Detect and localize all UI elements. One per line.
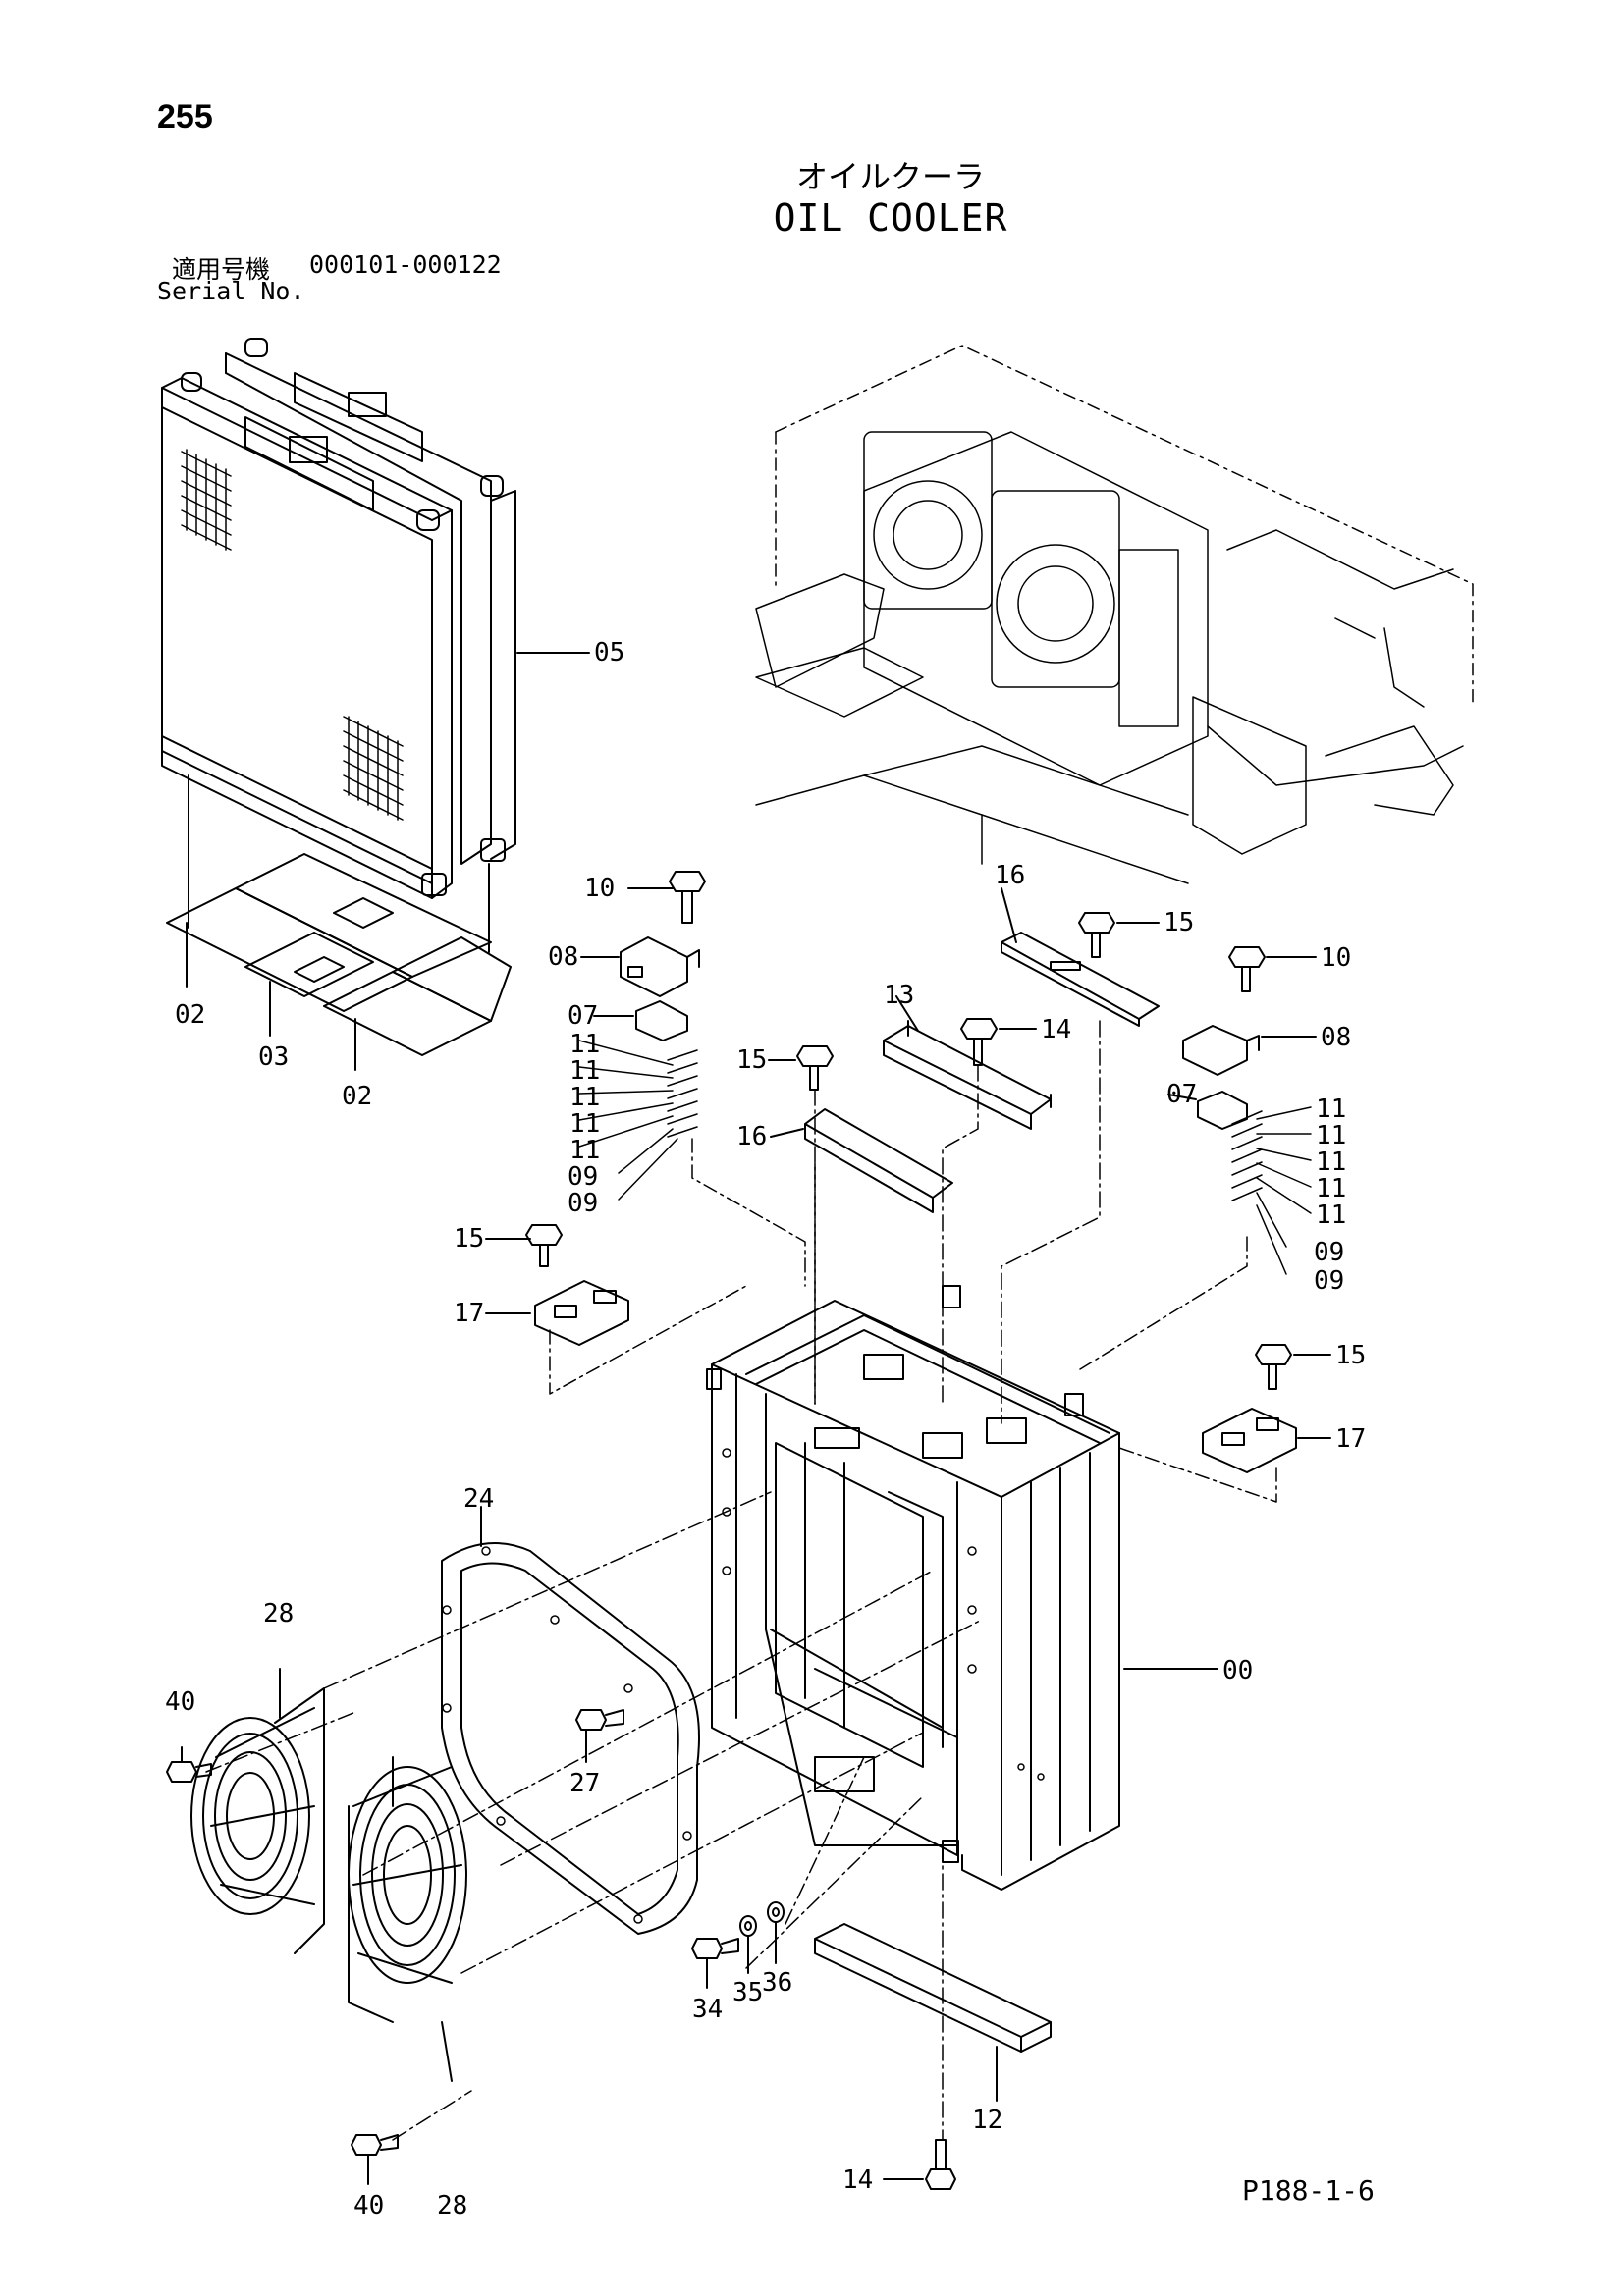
- callout-10-left: 10: [584, 874, 615, 903]
- callout-11-right-1: 11: [1316, 1095, 1346, 1124]
- pad-set-drawing: [166, 853, 512, 1071]
- callout-17-right: 17: [1335, 1424, 1366, 1454]
- fan-shroud-drawing: [441, 1506, 700, 1935]
- callout-09-left-2: 09: [568, 1189, 598, 1218]
- callout-28-top: 28: [263, 1599, 294, 1629]
- callout-40-top: 40: [165, 1687, 195, 1717]
- callout-11-left-4: 11: [569, 1109, 600, 1139]
- callout-02-left: 02: [175, 1000, 205, 1030]
- callout-labels: 05 02 03 02 10 08 07 11 11 11 11 11 09 0…: [165, 638, 1366, 2220]
- callout-15-right: 15: [1335, 1341, 1366, 1370]
- right-bracket-hardware-drawing: [1079, 946, 1317, 1370]
- callout-24: 24: [463, 1484, 494, 1514]
- page-number: 255: [157, 98, 213, 135]
- callout-11-left-2: 11: [569, 1056, 600, 1086]
- callout-11-left-3: 11: [569, 1083, 600, 1112]
- callout-10-right: 10: [1321, 943, 1351, 973]
- serial-label-english: Serial No.: [157, 277, 305, 305]
- assembly-centre-lines: [205, 1020, 1101, 2141]
- bottom-bracket-drawing: [814, 1923, 1052, 2190]
- left-clamp-drawing: [485, 1224, 747, 1395]
- callout-11-left-5: 11: [569, 1136, 600, 1165]
- callout-36: 36: [762, 1968, 792, 1998]
- callout-09-left-1: 09: [568, 1162, 598, 1192]
- callout-13: 13: [884, 981, 914, 1010]
- oil-cooler-frame-drawing: [706, 1285, 1218, 1891]
- top-bracket-drawing: [768, 887, 1160, 1213]
- title-english: OIL COOLER: [773, 196, 1008, 240]
- callout-16-mid: 16: [736, 1122, 767, 1151]
- callout-16-top: 16: [995, 861, 1025, 890]
- callout-11-right-2: 11: [1316, 1121, 1346, 1150]
- callout-27: 27: [569, 1769, 600, 1798]
- callout-14-bottom: 14: [842, 2165, 873, 2195]
- callout-12: 12: [972, 2106, 1002, 2135]
- callout-03: 03: [258, 1042, 289, 1072]
- callout-09-right-2: 09: [1314, 1266, 1344, 1296]
- callout-05: 05: [594, 638, 624, 667]
- callout-15-left: 15: [454, 1224, 484, 1254]
- right-clamp-drawing: [1118, 1344, 1331, 1503]
- callout-35: 35: [732, 1978, 763, 2007]
- left-bracket-hardware-drawing: [578, 871, 806, 1287]
- callout-leaders: [768, 922, 1160, 1138]
- callout-28-bottom: 28: [437, 2191, 467, 2220]
- fan-guard-drawing: [190, 1668, 467, 2082]
- callout-14-top: 14: [1041, 1015, 1071, 1044]
- oil-cooler-core-drawing: [161, 338, 590, 953]
- serial-label-japanese: 適用号機: [172, 255, 271, 284]
- callout-07-right: 07: [1166, 1080, 1197, 1109]
- callout-11-right-3: 11: [1316, 1148, 1346, 1177]
- engine-overview-drawing: [755, 345, 1474, 884]
- callout-11-right-4: 11: [1316, 1174, 1346, 1203]
- callout-07-left: 07: [568, 1001, 598, 1031]
- callout-40-bottom: 40: [353, 2191, 384, 2220]
- callout-00: 00: [1222, 1656, 1253, 1685]
- fastener-drawing: [166, 1709, 785, 2185]
- callout-15-mid: 15: [736, 1045, 767, 1075]
- callout-11-right-5: 11: [1316, 1201, 1346, 1230]
- callout-08-left: 08: [548, 942, 578, 972]
- figure-code: P188-1-6: [1242, 2174, 1375, 2207]
- serial-range: 000101-000122: [309, 250, 502, 279]
- title-japanese: オイルクーラ: [795, 158, 985, 195]
- callout-08-right: 08: [1321, 1023, 1351, 1052]
- callout-15-top: 15: [1164, 908, 1194, 937]
- callout-34: 34: [692, 1995, 723, 2024]
- callout-02-right: 02: [342, 1082, 372, 1111]
- callout-17-left: 17: [454, 1299, 484, 1328]
- callout-11-left-1: 11: [569, 1030, 600, 1059]
- callout-09-right-1: 09: [1314, 1238, 1344, 1267]
